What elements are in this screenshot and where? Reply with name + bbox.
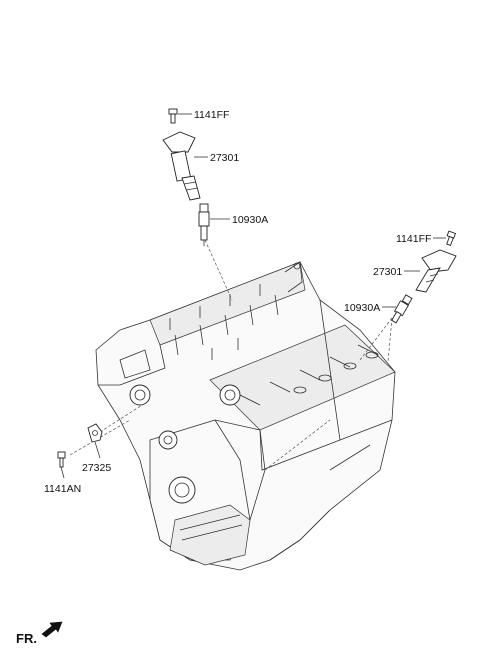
spark-plug-top-icon [198,203,210,246]
bolt-right-label: 1141FF [396,233,431,245]
arrow-left-down-icon [41,621,63,638]
spark-plug-right-icon [391,294,413,324]
sensor-label: 27325 [82,462,111,474]
ignition-coil-right-icon [415,249,457,293]
bolt-left-icon [57,451,66,468]
leader-lines [69,239,393,471]
ignition-coil-top-icon [162,131,201,201]
engine-block-illustration [95,261,396,571]
coil-top-label: 27301 [210,152,239,164]
plug-right-label: 10930A [344,302,380,314]
direction-label: FR. [16,631,37,646]
bolt-right-icon [446,230,457,247]
sensor-bracket-icon [87,423,103,443]
bolt-top-label: 1141FF [194,109,229,121]
bolt-left-label: 1141AN [44,483,81,495]
bolt-top-icon [168,108,178,124]
plug-top-label: 10930A [232,214,268,226]
coil-right-label: 27301 [373,266,402,278]
